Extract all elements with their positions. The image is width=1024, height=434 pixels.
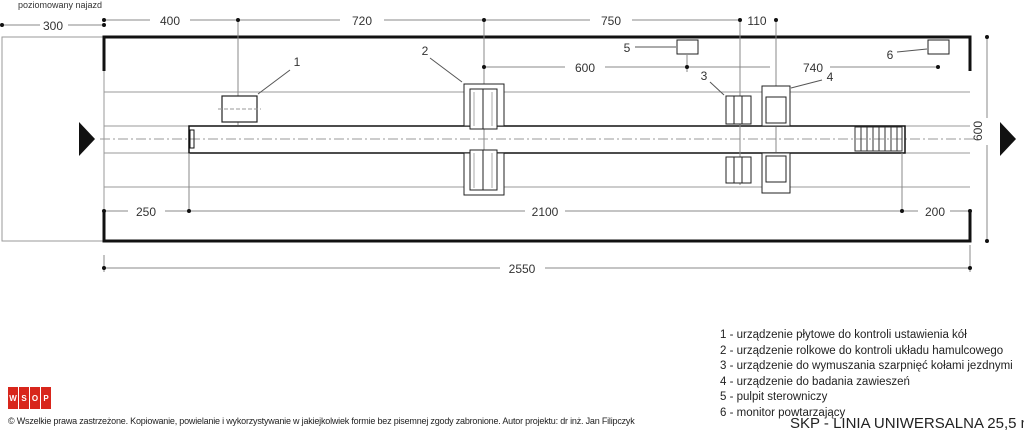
logo-letter: W xyxy=(8,387,18,409)
device-2-roller-brake-tester xyxy=(429,57,505,196)
device-2-number: 2 xyxy=(422,44,429,58)
legend-item: 4 - urządzenie do badania zawieszeń xyxy=(720,375,910,388)
device-1-plate-tester xyxy=(218,69,291,123)
device-6-number: 6 xyxy=(887,48,894,62)
dim-width: 600 xyxy=(971,121,985,141)
device-4-suspension-tester xyxy=(761,79,823,194)
logo-letter: P xyxy=(41,387,51,409)
dim-400: 400 xyxy=(160,14,180,28)
logo-letter: S xyxy=(19,387,29,409)
wsop-logo: W S O P xyxy=(8,387,51,409)
legend-item: 6 - monitor powtarzający xyxy=(720,406,846,419)
logo-letter: O xyxy=(30,387,40,409)
legend-item: 3 - urządzenie do wymuszania szarpnięć k… xyxy=(720,360,1013,372)
dim-250: 250 xyxy=(136,205,156,219)
copyright-notice: © Wszelkie prawa zastrzeżone. Kopiowanie… xyxy=(8,416,635,426)
entry-arrow-icon xyxy=(79,122,95,156)
dim-750: 750 xyxy=(601,14,621,28)
dim-740: 740 xyxy=(803,61,823,75)
device-1-number: 1 xyxy=(294,55,301,69)
pit-step xyxy=(189,129,195,149)
legend-item: 1 - urządzenie płytowe do kontroli ustaw… xyxy=(720,329,967,341)
dim-2100: 2100 xyxy=(532,205,559,219)
drawing-title: SKP - LINIA UNIWERSALNA 25,5 m xyxy=(790,415,1024,432)
device-3-play-detector xyxy=(709,81,752,184)
lane-lines xyxy=(104,91,970,188)
inspection-pit xyxy=(188,125,906,154)
dim-600-mid: 600 xyxy=(575,61,595,75)
dim-total: 2550 xyxy=(509,262,536,276)
device-4-number: 4 xyxy=(827,70,834,84)
dim-200: 200 xyxy=(925,205,945,219)
dimension-dots xyxy=(0,18,989,270)
device-5-control-desk xyxy=(635,39,699,55)
device-5-number: 5 xyxy=(624,41,631,55)
legend: 1 - urządzenie płytowe do kontroli ustaw… xyxy=(720,328,1013,421)
legend-item: 2 - urządzenie rolkowe do kontroli układ… xyxy=(720,344,1004,357)
dimension-lines xyxy=(2,19,988,272)
exit-arrow-icon xyxy=(1000,122,1016,156)
dim-720: 720 xyxy=(352,14,372,28)
hall-walls xyxy=(102,35,972,243)
dim-approach: 300 xyxy=(43,19,63,33)
device-6-repeater-monitor xyxy=(896,39,950,55)
pit-stairs xyxy=(854,126,903,152)
approach-label: poziomowany najazd xyxy=(18,0,102,10)
device-3-number: 3 xyxy=(701,69,708,83)
legend-item: 5 - pulpit sterowniczy xyxy=(720,391,828,403)
dim-110: 110 xyxy=(747,14,766,28)
